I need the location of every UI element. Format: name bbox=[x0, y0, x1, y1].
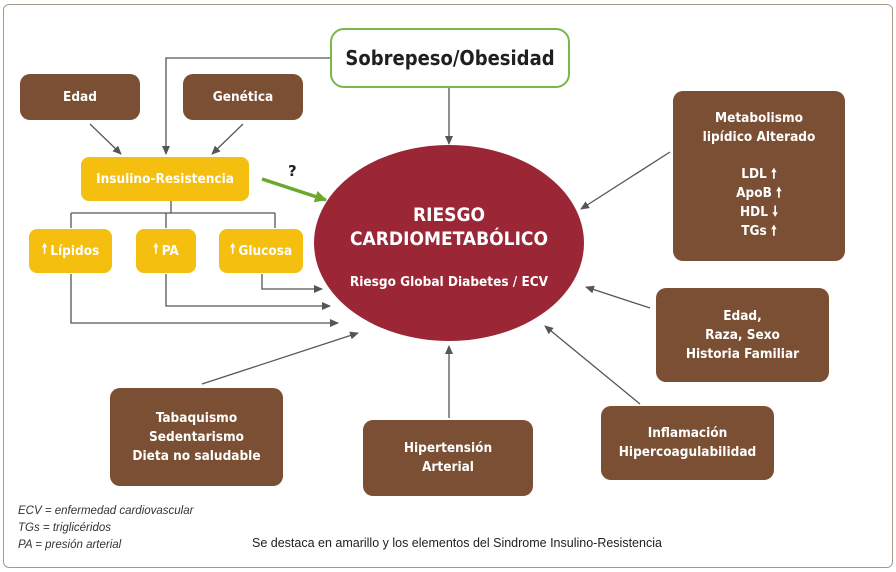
node-insulin-resistance: Insulino-Resistencia bbox=[81, 157, 249, 201]
node-genetics-label: Genética bbox=[212, 88, 274, 105]
connector-ir-to-center-green bbox=[261, 177, 327, 203]
connector-demographics-to-center bbox=[585, 285, 651, 309]
node-genetics: Genética bbox=[183, 74, 303, 120]
center-title: RIESGO CARDIOMETABÓLICO bbox=[314, 203, 584, 251]
node-lipid-metabolism: Metabolismo lipídico Alterado LDL 🠕 ApoB… bbox=[673, 91, 845, 261]
node-overweight-obesity: Sobrepeso/Obesidad bbox=[330, 28, 570, 88]
node-lipids-label: Lípidos bbox=[50, 243, 100, 259]
node-cardiometabolic-risk: RIESGO CARDIOMETABÓLICO Riesgo Global Di… bbox=[314, 145, 584, 341]
connector-age-to-ir bbox=[89, 123, 122, 155]
center-subtitle: Riesgo Global Diabetes / ECV bbox=[349, 274, 549, 290]
node-blood-pressure-label: PA bbox=[161, 243, 179, 259]
connector-lifestyle-to-center bbox=[201, 331, 359, 385]
node-hypertension: Hipertensión Arterial bbox=[363, 420, 533, 496]
node-insulin-resistance-label: Insulino-Resistencia bbox=[96, 171, 234, 187]
node-glucose-label: Glucosa bbox=[238, 243, 293, 259]
demographics-line3: Historia Familiar bbox=[685, 345, 800, 362]
node-blood-pressure: 🠕 PA bbox=[136, 229, 196, 273]
node-age-label: Edad bbox=[63, 88, 97, 105]
connector-genetics-to-ir bbox=[211, 123, 244, 155]
connector-lipid-metab-to-center bbox=[580, 151, 671, 210]
hypertension-line1: Hipertensión bbox=[403, 440, 493, 456]
footnote: Se destaca en amarillo y los elementos d… bbox=[252, 536, 662, 550]
lifestyle-line1: Tabaquismo bbox=[155, 409, 238, 426]
connector-pa-to-center bbox=[165, 274, 331, 310]
node-lipids: 🠕 Lípidos bbox=[29, 229, 112, 273]
node-overweight-obesity-label: Sobrepeso/Obesidad bbox=[345, 46, 555, 70]
lifestyle-line3: Dieta no saludable bbox=[132, 447, 261, 464]
center-title-line1: RIESGO bbox=[412, 204, 486, 226]
center-title-line2: CARDIOMETABÓLICO bbox=[350, 228, 548, 250]
up-arrow-icon: 🠕 bbox=[229, 242, 236, 257]
lipid-metabolism-title-2: lipídico Alterado bbox=[702, 129, 816, 145]
legend-tgs: TGs = triglicéridos bbox=[18, 522, 111, 534]
question-mark: ? bbox=[288, 162, 297, 180]
node-lifestyle: Tabaquismo Sedentarismo Dieta no saludab… bbox=[110, 388, 283, 486]
lipid-item-tgs: TGs 🠕 bbox=[741, 223, 777, 239]
node-inflammation: Inflamación Hipercoagulabilidad bbox=[601, 406, 774, 480]
connector-lipids-to-center bbox=[70, 274, 339, 327]
node-age: Edad bbox=[20, 74, 140, 120]
inflammation-line2: Hipercoagulabilidad bbox=[618, 444, 757, 460]
demographics-line2: Raza, Sexo bbox=[705, 326, 780, 343]
lifestyle-line2: Sedentarismo bbox=[149, 428, 244, 445]
connector-glucose-to-center bbox=[261, 274, 323, 293]
demographics-line1: Edad, bbox=[723, 307, 762, 324]
legend-ecv: ECV = enfermedad cardiovascular bbox=[18, 505, 194, 517]
up-arrow-icon: 🠕 bbox=[41, 242, 48, 257]
lipid-item-apob: ApoB 🠕 bbox=[736, 185, 782, 201]
legend-pa: PA = presión arterial bbox=[18, 539, 122, 551]
lipid-item-hdl: HDL 🠗 bbox=[739, 204, 778, 220]
hypertension-line2: Arterial bbox=[422, 459, 474, 475]
abbreviation-legend: ECV = enfermedad cardiovascular TGs = tr… bbox=[18, 503, 193, 554]
connector-inflammation-to-center bbox=[544, 325, 641, 405]
lipid-metabolism-title-1: Metabolismo bbox=[715, 110, 803, 126]
node-glucose: 🠕 Glucosa bbox=[219, 229, 303, 273]
connector-obesity-to-ir bbox=[162, 57, 332, 155]
node-demographics: Edad, Raza, Sexo Historia Familiar bbox=[656, 288, 829, 382]
up-arrow-icon: 🠕 bbox=[153, 242, 159, 257]
lipid-item-ldl: LDL 🠕 bbox=[741, 166, 777, 182]
inflammation-line1: Inflamación bbox=[647, 425, 728, 441]
